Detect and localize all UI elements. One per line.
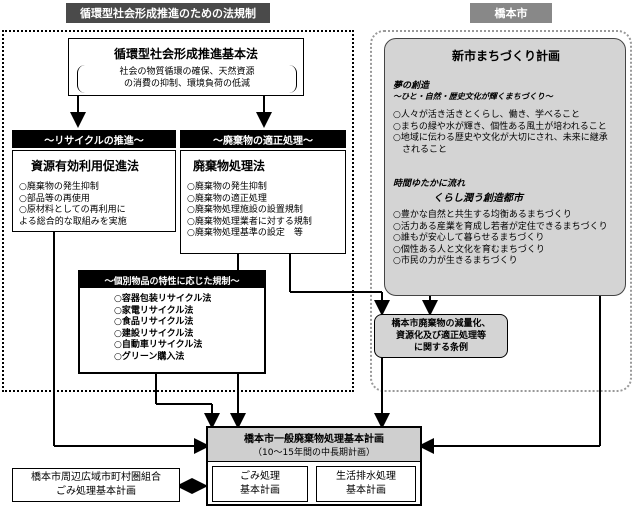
individual-item: ○食品リサイクル法 xyxy=(114,317,194,327)
city-section2-item: ○活力ある産業を育成し若者が定住できるまちづくり xyxy=(393,221,608,232)
law-frame xyxy=(2,30,354,392)
individual-item: ○自動車リサイクル法 xyxy=(114,340,203,350)
waste-law-box: 廃棄物処理法 ○廃棄物の発生抑制 ○廃棄物の適正処理 ○廃棄物処理施設の設置規制… xyxy=(180,150,346,254)
city-section1-item: されること xyxy=(402,144,448,155)
city-section1-title: 夢の創造 xyxy=(393,81,430,91)
city-section2-item: ○豊かな自然と共生する均衡あるまちづくり xyxy=(393,210,572,220)
city-section2-title: 時間ゆたかに流れ xyxy=(393,179,466,189)
general-plan-header: 橋本市一般廃棄物処理基本計画 （10～15年間の中長期計画） xyxy=(208,428,420,462)
waste-law-item: ○廃棄物処理基準の設定 等 xyxy=(187,228,303,238)
individual-item: ○グリーン購入法 xyxy=(114,351,185,362)
city-section1-item: ○人々が活き活きとくらし、働き、学べること xyxy=(393,110,580,120)
wastewater-plan-line1: 生活排水処理 xyxy=(336,471,396,482)
waste-law-item: ○廃棄物の適正処理 xyxy=(187,193,267,204)
wastewater-plan-line2: 基本計画 xyxy=(346,485,386,496)
city-section1-item: ○まちの緑や水が輝き、個性ある風土が培われること xyxy=(393,121,607,132)
city-section1-list: ○人々が活き活きとくらし、働き、学べること ○まちの緑や水が輝き、個性ある風土が… xyxy=(393,110,619,156)
general-plan-title: 橋本市一般廃棄物処理基本計画 xyxy=(244,434,384,445)
basic-law-title: 循環型社会形成推進基本法 xyxy=(113,47,258,61)
individual-list: ○容器包装リサイクル法 ○家電リサイクル法 ○食品リサイクル法 ○建設リサイクル… xyxy=(80,288,264,363)
wastewater-plan-box: 生活排水処理 基本計画 xyxy=(316,466,416,502)
resource-law-title: 資源有効利用促進法 xyxy=(31,159,140,173)
ordinance-line1: 橋本市廃棄物の減量化、 xyxy=(391,319,491,329)
right-banner: 橋本市 xyxy=(470,3,552,23)
garbage-plan-box: ごみ処理 基本計画 xyxy=(212,466,308,502)
garbage-plan-line1: ごみ処理 xyxy=(240,471,280,482)
ordinance-line3: に関する条例 xyxy=(413,343,468,353)
city-section2-list: ○豊かな自然と共生する均衡あるまちづくり ○活力ある産業を育成し若者が定住できる… xyxy=(393,210,619,268)
resource-law-item: よる総合的な取組みを実施 xyxy=(19,216,127,227)
resource-law-item: ○原材料としての再利用に xyxy=(19,205,126,215)
basic-law-desc-line1: 社会の物質循環の確保、天然資源 xyxy=(119,67,255,77)
individual-item: ○容器包装リサイクル法 xyxy=(114,294,212,304)
city-section1-subtitle: ～ひと・自然・歴史文化が輝くまちづくり～ xyxy=(393,92,553,101)
individual-item: ○家電リサイクル法 xyxy=(114,305,194,316)
city-frame xyxy=(370,30,632,392)
garbage-plan-line2: 基本計画 xyxy=(240,485,280,496)
city-plan-box: 新市まちづくり計画 夢の創造 ～ひと・自然・歴史文化が輝くまちづくり～ ○人々が… xyxy=(384,38,626,296)
individual-box: ～個別物品の特性に応じた規制～ ○容器包装リサイクル法 ○家電リサイクル法 ○食… xyxy=(78,270,266,374)
regional-plan-line1: 橋本市周辺広域市町村圏組合 xyxy=(31,472,161,483)
basic-law-desc-line2: の消費の抑制、環境負荷の低減 xyxy=(123,78,250,89)
waste-law-item: ○廃棄物処理業者に対する規制 xyxy=(187,216,312,227)
regional-plan-line2: ごみ処理基本計画 xyxy=(56,486,136,497)
individual-header: ～個別物品の特性に応じた規制～ xyxy=(80,272,264,288)
city-section2-item: ○個性ある人と文化を育むまちづくり xyxy=(393,244,545,255)
city-section2-subtitle: くらし潤う創造都市 xyxy=(433,193,523,204)
resource-law-item: ○部品等の再使用 xyxy=(19,193,90,204)
recycle-header: ～リサイクルの推進～ xyxy=(12,130,176,148)
waste-law-item: ○廃棄物処理施設の設置規制 xyxy=(187,205,303,215)
basic-law-desc: 社会の物質循環の確保、天然資源 の消費の抑制、環境負荷の低減 xyxy=(77,65,297,93)
resource-law-box: 資源有効利用促進法 ○廃棄物の発生抑制 ○部品等の再使用 ○原材料としての再利用… xyxy=(12,150,176,232)
city-plan-title: 新市まちづくり計画 xyxy=(451,49,560,63)
basic-law-box: 循環型社会形成推進基本法 社会の物質循環の確保、天然資源 の消費の抑制、環境負荷… xyxy=(68,38,304,96)
city-section2-item: ○誰もが安心して暮らせるまちづくり xyxy=(393,233,545,243)
left-banner: 循環型社会形成推進のための法規制 xyxy=(66,3,270,23)
regional-plan-box: 橋本市周辺広域市町村圏組合 ごみ処理基本計画 xyxy=(12,468,180,502)
waste-law-list: ○廃棄物の発生抑制 ○廃棄物の適正処理 ○廃棄物処理施設の設置規制 ○廃棄物処理… xyxy=(187,182,341,240)
individual-item: ○建設リサイクル法 xyxy=(114,328,194,339)
ordinance-box: 橋本市廃棄物の減量化、 資源化及び適正処理等 に関する条例 xyxy=(374,314,508,358)
city-section2-item: ○市民の力が生きるまちづくり xyxy=(393,256,518,266)
waste-law-title: 廃棄物処理法 xyxy=(193,159,266,173)
city-section1-item: ○地域に伝わる歴史や文化が大切にされ、未来に継承 xyxy=(393,133,608,143)
resource-law-item: ○廃棄物の発生抑制 xyxy=(19,182,99,192)
general-plan-box: 橋本市一般廃棄物処理基本計画 （10～15年間の中長期計画） ごみ処理 基本計画… xyxy=(206,426,422,506)
general-plan-subtitle: （10～15年間の中長期計画） xyxy=(253,448,375,458)
resource-law-list: ○廃棄物の発生抑制 ○部品等の再使用 ○原材料としての再利用に よる総合的な取組… xyxy=(19,182,171,228)
ordinance-line2: 資源化及び適正処理等 xyxy=(395,331,486,341)
waste-header: ～廃棄物の適正処理～ xyxy=(180,130,346,148)
waste-law-item: ○廃棄物の発生抑制 xyxy=(187,182,267,192)
